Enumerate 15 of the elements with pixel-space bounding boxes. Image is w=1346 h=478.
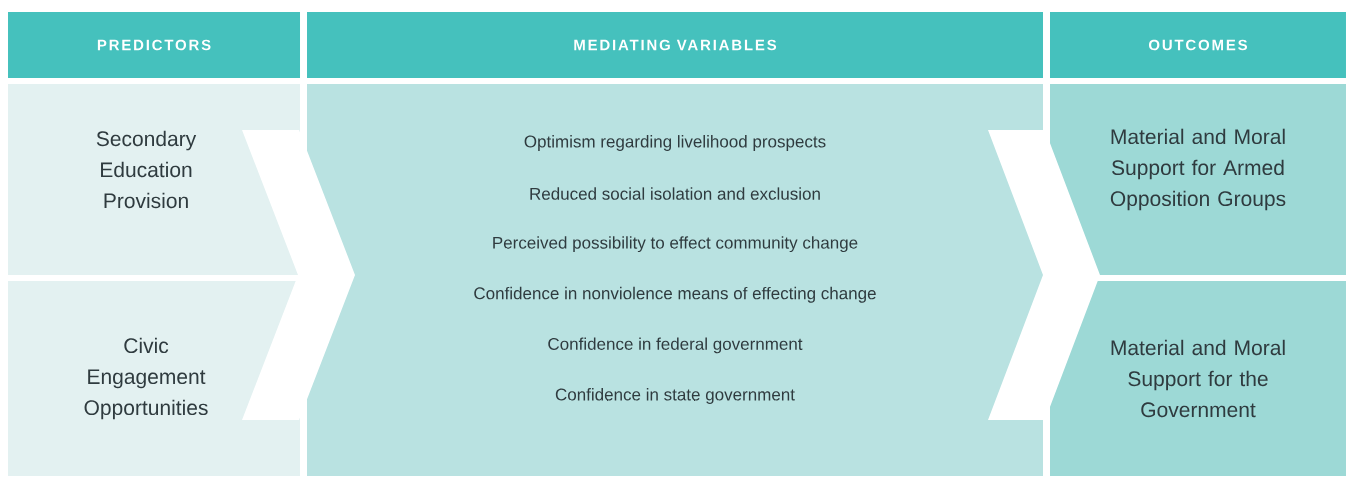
chevron-arrow bbox=[242, 130, 355, 420]
column-header: PREDICTORS bbox=[8, 12, 300, 78]
factor-box: Material and Moral Support for Armed Opposition Groups bbox=[1050, 84, 1346, 275]
variable-text: Perceived possibility to effect community change bbox=[493, 236, 858, 253]
variable-text: Confidence in nonviolence means of effecting change bbox=[474, 286, 876, 303]
chevron-arrow bbox=[988, 130, 1100, 420]
variable-text: Confidence in federal government bbox=[548, 337, 803, 354]
column-header: OUTCOMES bbox=[1050, 12, 1346, 78]
factor-box: Civic Engagement Opportunities bbox=[8, 281, 300, 476]
variable-text: Confidence in state government bbox=[555, 388, 795, 404]
variable-text: Optimism regarding livelihood prospects bbox=[524, 135, 826, 151]
factor-box: Secondary Education Provision bbox=[8, 84, 300, 275]
column-header: MEDIATING VARIABLES bbox=[307, 12, 1043, 78]
variable-text: Reduced social isolation and exclusion bbox=[530, 187, 820, 200]
factor-box: Material and Moral Support for the Government bbox=[1050, 281, 1346, 476]
